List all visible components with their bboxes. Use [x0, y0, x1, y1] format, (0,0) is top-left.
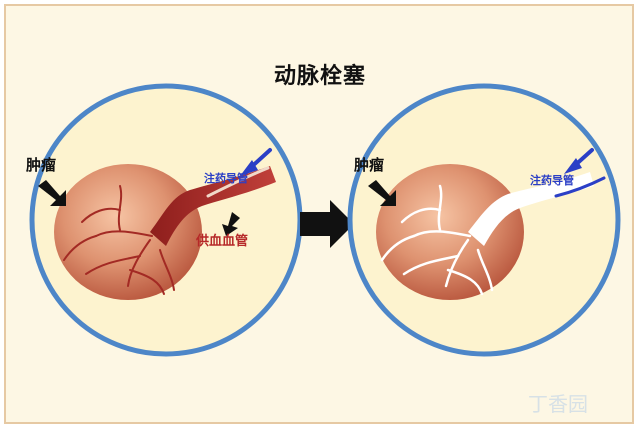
- left-vessel-label: 供血血管: [196, 234, 249, 249]
- right-panel: [347, 83, 621, 357]
- diagram-title: 动脉栓塞: [273, 64, 366, 89]
- left-vessel-arrow: [222, 212, 240, 236]
- left-feeding-vessel: [150, 166, 276, 246]
- transition-arrow: [300, 200, 354, 248]
- watermark-logo: 丁香园: [528, 392, 588, 416]
- left-catheter-arrow: [240, 148, 272, 176]
- left-catheter: [206, 166, 270, 198]
- left-panel: [29, 83, 303, 357]
- left-tumor-arrow: [38, 180, 66, 206]
- right-catheter: [554, 176, 606, 198]
- left-vessel-branches: [63, 185, 175, 295]
- right-tumor-arrow: [368, 180, 396, 206]
- left-catheter-label: 注药导管: [204, 172, 248, 185]
- right-embolized-branches: [380, 184, 494, 296]
- left-tumor-label: 肿瘤: [26, 156, 57, 174]
- right-embolized-vessel: [468, 172, 594, 246]
- right-tumor-label: 肿瘤: [354, 156, 385, 174]
- right-catheter-arrow: [564, 148, 594, 174]
- right-catheter-label: 注药导管: [530, 174, 574, 187]
